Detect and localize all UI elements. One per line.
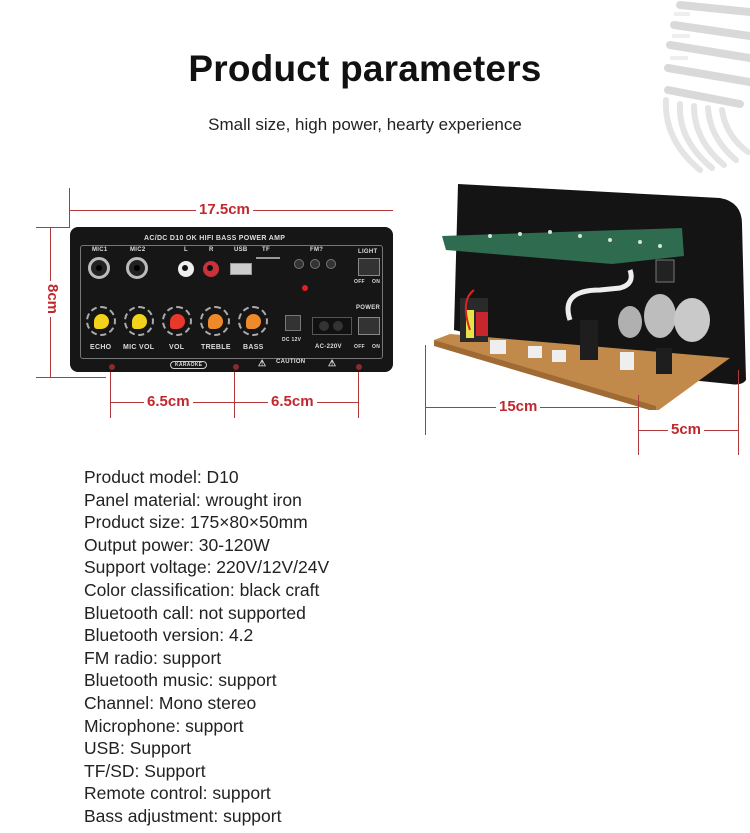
spec-item-bluetooth-version: Bluetooth version: 4.2 [84,625,254,646]
spec-item-model: Product model: D10 [84,467,239,487]
light-switch[interactable] [358,258,380,276]
hole-spacing-left-label: 6.5cm [144,393,193,411]
thickness-dimension-label: 5cm [668,421,705,439]
treble-label: TREBLE [201,344,231,351]
spec-item-panel-material: Panel material: wrought iron [84,489,302,510]
mount-hole-left [109,364,115,370]
page-title: Product parameters [188,48,542,89]
line-right-label: R [209,247,214,253]
hole-tick-middle [234,366,235,418]
spec-item-size: Product size: 175×80×50mm [84,512,308,533]
power-switch-label: POWER [356,305,381,311]
spec-item-tf-sd: TF/SD: Support [84,760,206,781]
warning-icon-right: ⚠ [328,358,337,368]
mode-led [302,285,308,291]
hole-spacing-right-label: 6.5cm [268,393,317,411]
vol-label: VOL [169,344,185,351]
usb-port[interactable] [230,263,252,275]
amplifier-board-photo [434,184,746,410]
bass-knob[interactable] [238,306,268,336]
hole-spacing-line [111,402,358,403]
hole-tick-left [110,366,111,418]
amplifier-front-panel: AC/DC D10 OK HIFI BASS POWER AMP MIC1 MI… [70,227,393,372]
karaoke-badge: KARAOKE [170,361,208,369]
spec-item-fm-radio: FM radio: support [84,647,222,668]
page-subtitle: Small size, high power, hearty experienc… [208,115,522,134]
spec-item-output-power: Output power: 30-120W [84,534,270,555]
power-switch[interactable] [358,317,380,335]
mount-hole-right [356,364,362,370]
height-dimension-label: 8cm [43,280,62,318]
vol-knob[interactable] [162,306,192,336]
echo-label: ECHO [90,344,112,351]
next-button[interactable] [326,259,336,269]
ac-power-socket[interactable] [312,317,352,335]
tf-card-slot[interactable] [256,257,280,259]
light-switch-label: LIGHT [358,249,378,255]
light-on-label: ON [372,279,381,285]
height-top-tick [36,227,70,228]
mic2-jack[interactable] [126,257,148,279]
spec-item-bass-adjustment: Bass adjustment: support [84,805,282,826]
warning-icon-left: ⚠ [258,358,267,368]
ac-label: AC-220V [315,344,342,350]
mic-vol-knob[interactable] [124,306,154,336]
rca-right-input[interactable] [203,261,219,277]
tf-label: TF [262,247,270,253]
play-button[interactable] [310,259,320,269]
echo-knob[interactable] [86,306,116,336]
mic-vol-label: MIC VOL [123,344,155,351]
width-left-tick [69,188,70,228]
mount-hole-middle [233,364,239,370]
power-on-label: ON [372,344,381,350]
usb-label: USB [234,247,248,253]
depth-right-tick [638,395,639,455]
treble-knob[interactable] [200,306,230,336]
spec-item-color: Color classification: black craft [84,579,320,600]
spec-item-remote-control: Remote control: support [84,783,271,804]
prev-button[interactable] [294,259,304,269]
depth-dimension-label: 15cm [496,398,541,416]
spec-item-usb: USB: Support [84,738,191,759]
caution-label: CAUTION [276,359,306,365]
bass-label: BASS [243,344,264,351]
mic2-label: MIC2 [130,247,146,253]
line-left-label: L [184,247,188,253]
height-bottom-tick [36,377,106,378]
microphone-decoration-icon [662,1,750,173]
power-off-label: OFF [354,344,365,350]
width-dimension-label: 17.5cm [196,201,253,219]
dc-label: DC 12V [282,337,302,343]
panel-inner-frame [80,245,383,359]
hole-tick-right [358,366,359,418]
depth-left-tick [425,345,426,435]
rca-left-input[interactable] [178,261,194,277]
mic1-label: MIC1 [92,247,108,253]
light-off-label: OFF [354,279,365,285]
fm-label: FM? [310,247,324,253]
spec-item-bluetooth-call: Bluetooth call: not supported [84,602,306,623]
mic1-jack[interactable] [88,257,110,279]
spec-list: Product model: D10 Panel material: wroug… [84,466,329,828]
spec-item-bluetooth-music: Bluetooth music: support [84,670,277,691]
spec-item-microphone: Microphone: support [84,715,244,736]
panel-header-text: AC/DC D10 OK HIFI BASS POWER AMP [144,235,286,242]
spec-item-voltage: Support voltage: 220V/12V/24V [84,557,330,578]
thickness-right-tick [738,370,739,455]
spec-item-channel: Channel: Mono stereo [84,692,257,713]
dc-power-jack[interactable] [285,315,301,331]
